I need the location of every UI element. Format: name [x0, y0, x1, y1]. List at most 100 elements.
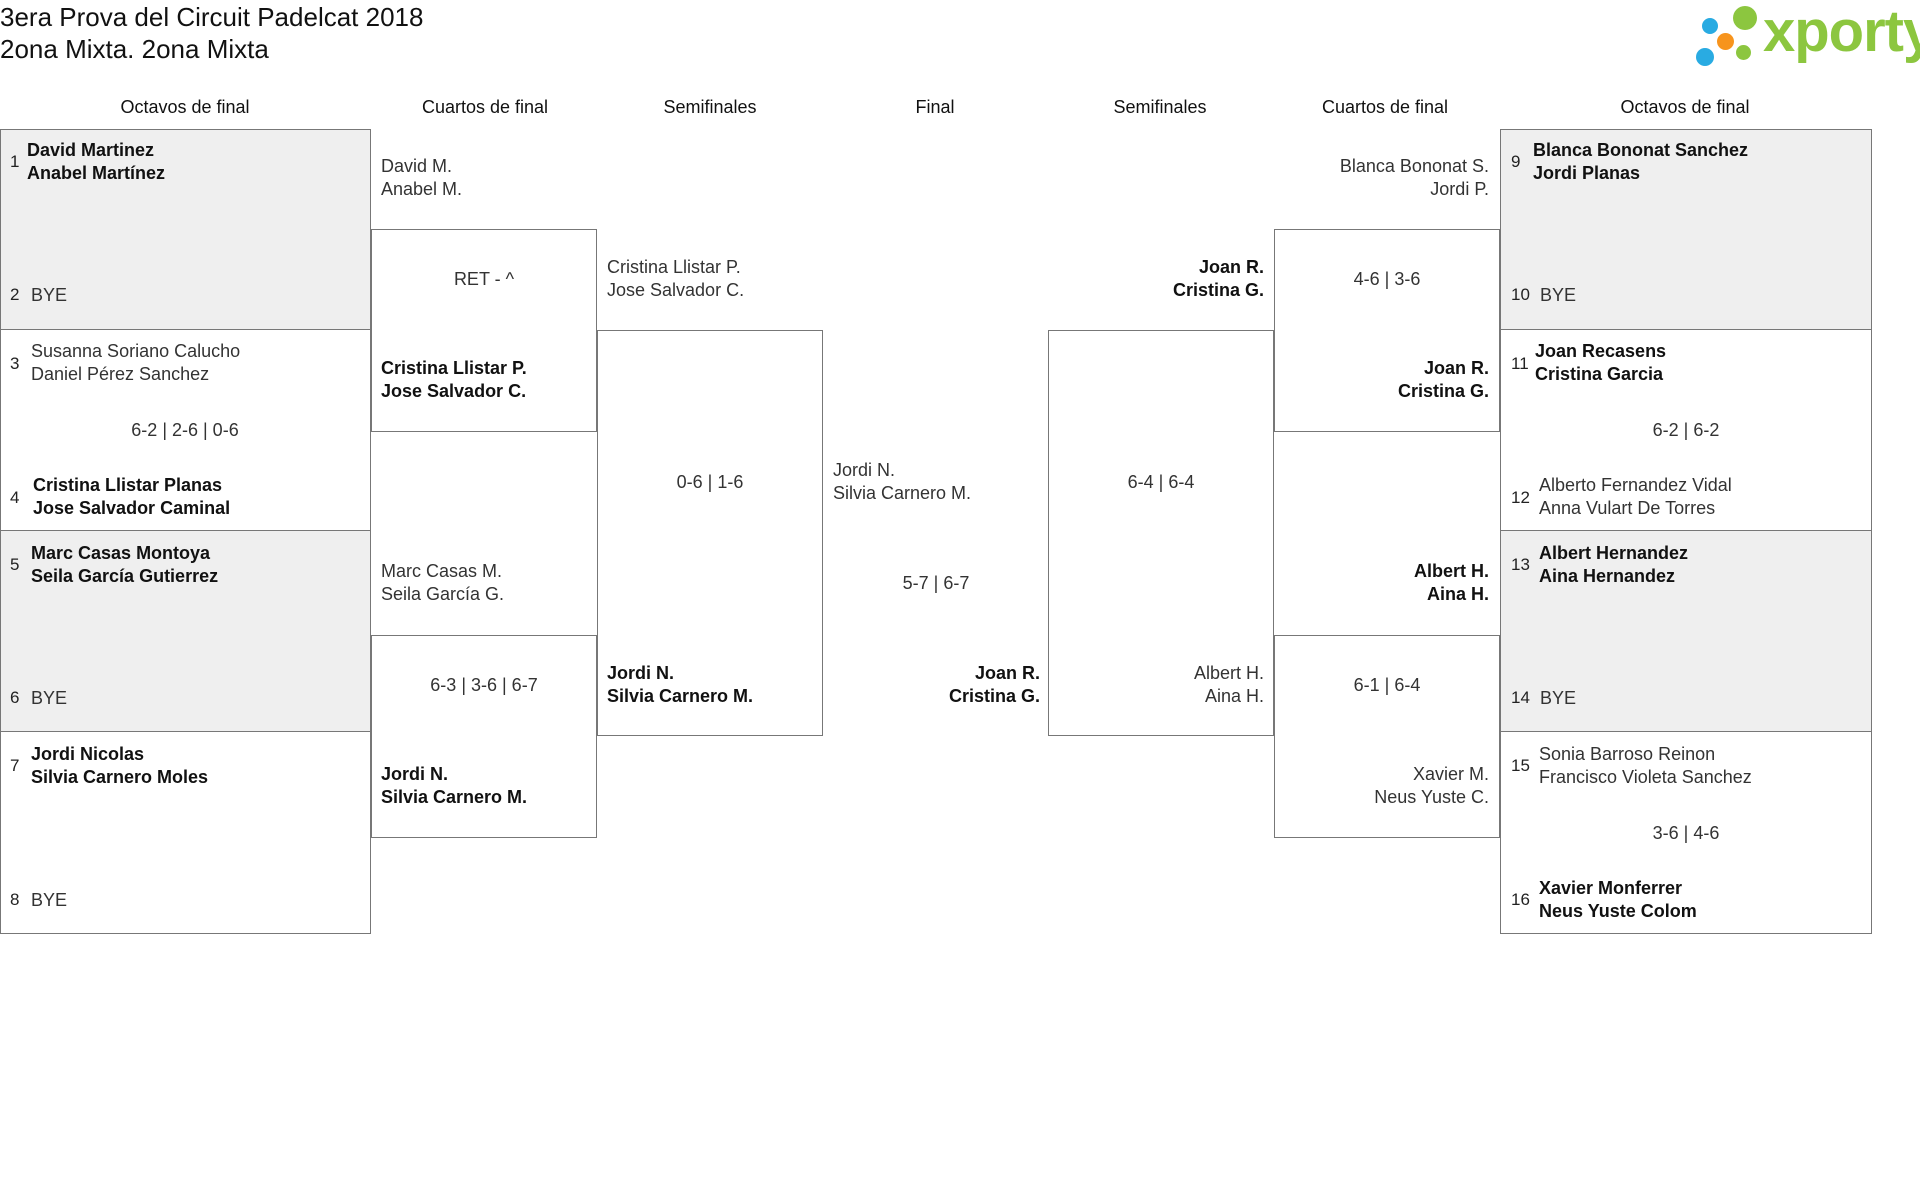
team-player-2: Cristina G.: [1397, 381, 1489, 401]
match-result: 0-6 | 1-6: [676, 472, 744, 492]
team-player-2: Seila García Gutierrez: [31, 566, 219, 586]
team-player-2: Aina H.: [1204, 686, 1264, 706]
round-header-final: Final: [915, 97, 955, 117]
round-header-right-r16: Octavos de final: [1620, 97, 1750, 117]
seed-number: 12: [1511, 488, 1530, 507]
logo-dot-green: [1733, 6, 1757, 30]
seed-number: 9: [1511, 152, 1521, 171]
match-result: RET - ^: [453, 269, 515, 289]
match-box-left-qf-1: [371, 229, 597, 432]
logo-dot-green-2: [1736, 45, 1751, 60]
match-box-right-qf-1: [1274, 229, 1500, 432]
match-box-left-sf: [597, 330, 823, 736]
seed-number: 6: [10, 688, 20, 707]
team-player-1: Joan Recasens: [1535, 341, 1667, 361]
team-player-1: Joan R.: [1423, 358, 1489, 378]
team-player-1: Albert Hernandez: [1539, 543, 1689, 563]
seed-number: 15: [1511, 756, 1530, 775]
team-player-1: Blanca Bononat Sanchez: [1533, 140, 1749, 160]
seed-number: 2: [10, 285, 20, 304]
team-player-2: Seila García G.: [381, 584, 505, 604]
team-player-1: Marc Casas Montoya: [31, 543, 211, 563]
team-player-1: Cristina Llistar Planas: [33, 475, 223, 495]
round-header-left-qf: Cuartos de final: [421, 97, 549, 117]
final-team-left-player-1: Jordi N.: [833, 460, 896, 480]
team-player-1: Jordi N.: [607, 663, 675, 683]
team-player-2: Aina Hernandez: [1539, 566, 1676, 586]
team-player-2: Anna Vulart De Torres: [1539, 498, 1716, 518]
team-player-2: Jose Salvador C.: [607, 280, 745, 300]
match-box-left-r16-3: [0, 530, 371, 732]
team-player-1: Cristina Llistar P.: [381, 358, 527, 378]
logo-wordmark: xporty: [1763, 0, 1920, 64]
team-player-2: Cristina G.: [1172, 280, 1264, 300]
team-player-2: Neus Yuste Colom: [1539, 901, 1697, 921]
team-player-2: Aina H.: [1426, 584, 1489, 604]
team-player-1: Susanna Soriano Calucho: [31, 341, 241, 361]
team-player-2: Jordi Planas: [1533, 163, 1641, 183]
match-result: 6-4 | 6-4: [1127, 472, 1195, 492]
seed-number: 10: [1511, 285, 1530, 304]
tournament-title: 3era Prova del Circuit Padelcat 2018: [0, 2, 424, 32]
round-header-left-sf: Semifinales: [663, 97, 757, 117]
seed-number: 4: [10, 488, 20, 507]
match-box-right-r16-1: [1500, 129, 1872, 330]
match-result: 6-1 | 6-4: [1353, 675, 1421, 695]
team-player-1: Cristina Llistar P.: [607, 257, 741, 277]
team-player-2: Francisco Violeta Sanchez: [1539, 767, 1752, 787]
bye-label: BYE: [31, 688, 68, 708]
match-box-left-r16-4: [0, 731, 371, 934]
team-player-1: Xavier M.: [1412, 764, 1489, 784]
team-player-1: David M.: [381, 156, 453, 176]
match-box-left-qf-2: [371, 635, 597, 838]
seed-number: 13: [1511, 555, 1530, 574]
round-header-right-sf: Semifinales: [1113, 97, 1207, 117]
seed-number: 7: [10, 756, 20, 775]
team-player-2: Silvia Carnero M.: [381, 787, 528, 807]
final-team-right-player-1: Joan R.: [974, 663, 1040, 683]
seed-number: 1: [10, 152, 20, 171]
match-result: 6-2 | 2-6 | 0-6: [131, 420, 239, 440]
seed-number: 14: [1511, 688, 1530, 707]
team-player-1: Jordi N.: [381, 764, 449, 784]
xporty-logo: xporty: [1693, 0, 1920, 68]
bye-label: BYE: [1540, 688, 1577, 708]
bye-label: BYE: [1540, 285, 1577, 305]
round-header-right-qf: Cuartos de final: [1321, 97, 1449, 117]
team-player-2: Jose Salvador C.: [381, 381, 527, 401]
team-player-2: Neus Yuste C.: [1374, 787, 1489, 807]
team-player-2: Jose Salvador Caminal: [33, 498, 231, 518]
logo-dot-blue-2: [1696, 48, 1714, 66]
team-player-1: Marc Casas M.: [381, 561, 503, 581]
logo-dot-orange: [1717, 33, 1734, 50]
seed-number: 16: [1511, 890, 1530, 909]
seed-number: 3: [10, 354, 20, 373]
team-player-1: Sonia Barroso Reinon: [1539, 744, 1716, 764]
seed-number: 5: [10, 555, 20, 574]
team-player-2: Anabel Martínez: [27, 163, 166, 183]
final-team-left-player-2: Silvia Carnero M.: [833, 483, 972, 503]
round-header-left-r16: Octavos de final: [120, 97, 250, 117]
team-player-1: David Martinez: [27, 140, 155, 160]
match-box-right-r16-4: [1500, 731, 1872, 934]
bye-label: BYE: [31, 285, 68, 305]
team-player-1: Xavier Monferrer: [1539, 878, 1683, 898]
team-player-1: Albert H.: [1193, 663, 1264, 683]
team-player-2: Silvia Carnero M.: [607, 686, 754, 706]
match-result: 6-3 | 3-6 | 6-7: [430, 675, 538, 695]
match-result: 3-6 | 4-6: [1652, 823, 1720, 843]
category-title: 2ona Mixta. 2ona Mixta: [0, 34, 269, 64]
match-result: 6-2 | 6-2: [1652, 420, 1720, 440]
team-player-1: Jordi Nicolas: [31, 744, 145, 764]
team-player-1: Joan R.: [1198, 257, 1264, 277]
team-player-2: Silvia Carnero Moles: [31, 767, 209, 787]
team-player-1: Blanca Bononat S.: [1339, 156, 1489, 176]
team-player-2: Cristina Garcia: [1535, 364, 1664, 384]
match-result: 4-6 | 3-6: [1353, 269, 1421, 289]
bye-label: BYE: [31, 890, 68, 910]
final-team-right-player-2: Cristina G.: [948, 686, 1040, 706]
seed-number: 8: [10, 890, 20, 909]
logo-dot-blue: [1702, 18, 1718, 34]
team-player-2: Jordi P.: [1430, 179, 1489, 199]
